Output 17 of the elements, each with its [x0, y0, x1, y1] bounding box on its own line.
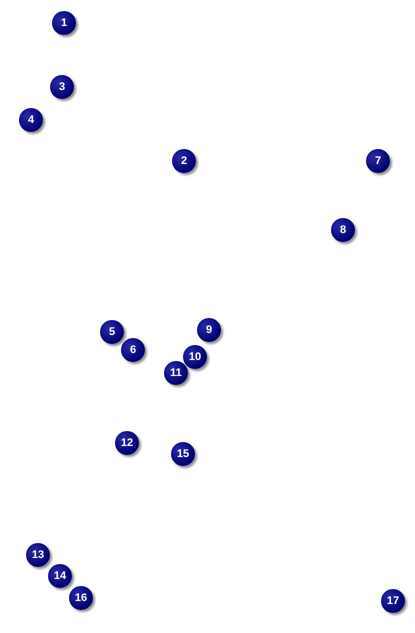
callout-number: 9 — [197, 318, 221, 342]
callout-number: 17 — [381, 589, 405, 613]
callout-number: 13 — [26, 543, 50, 567]
callout-number: 4 — [19, 108, 43, 132]
callout-number: 15 — [171, 442, 195, 466]
callout-number: 5 — [100, 320, 124, 344]
callout-number: 6 — [121, 338, 145, 362]
callout-number: 12 — [115, 431, 139, 455]
callout-number: 11 — [164, 361, 188, 385]
callout-number: 8 — [331, 218, 355, 242]
callout-number: 7 — [366, 149, 390, 173]
callout-number: 1 — [52, 11, 76, 35]
callout-number: 16 — [69, 586, 93, 610]
callout-number: 10 — [183, 345, 207, 369]
callout-number: 2 — [172, 149, 196, 173]
callout-number: 14 — [48, 564, 72, 588]
callout-number: 3 — [50, 75, 74, 99]
